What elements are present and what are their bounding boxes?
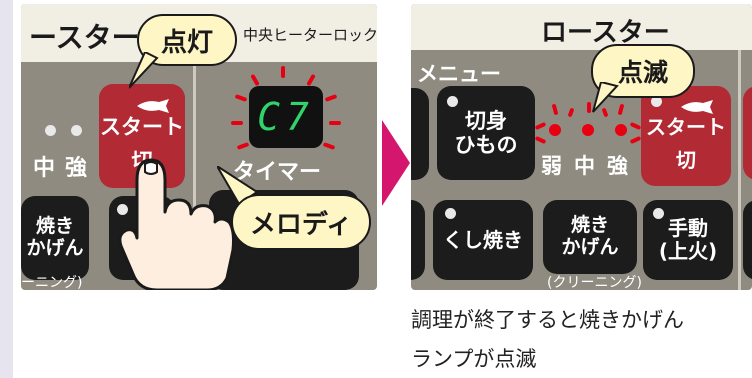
timer-label: タイマー xyxy=(233,160,322,185)
yakikagen-label-1: 焼き xyxy=(570,214,609,237)
header-strip xyxy=(411,4,752,50)
pressing-hand-icon xyxy=(118,158,235,290)
lamp-mid xyxy=(45,125,56,136)
yakikagen-label-2: かげん xyxy=(561,236,619,258)
kushiyaki-label: くし焼き xyxy=(443,227,523,252)
kushiyaki-lamp xyxy=(445,208,456,219)
caption-line-2: ランプが点滅 xyxy=(411,347,537,371)
center-heater-lock-label: 中央ヒーターロック xyxy=(243,26,377,44)
timer-display-area: C7 xyxy=(231,66,341,166)
bubble-melody-text: メロディ xyxy=(249,209,353,240)
bubble-blink-text: 点滅 xyxy=(617,58,668,87)
left-edge-bar xyxy=(0,0,13,378)
panel-divider xyxy=(738,50,741,290)
bubble-lit-text: 点灯 xyxy=(160,27,213,58)
bubble-lit-tail xyxy=(129,52,159,89)
manual-label-1: 手動 xyxy=(668,216,708,240)
lamp-low-blink xyxy=(549,124,561,136)
cleaning-label: ーニング) xyxy=(21,275,83,290)
manual-lamp xyxy=(653,208,664,219)
right-edge-button[interactable] xyxy=(743,200,752,280)
strength-low-label: 弱 xyxy=(541,154,562,178)
cleaning-label: (クリーニング) xyxy=(547,275,642,290)
yakikagen-button[interactable]: 焼き かげん xyxy=(21,196,89,280)
yakikagen-button[interactable]: 焼き かげん xyxy=(543,200,637,274)
fish-icon xyxy=(137,98,169,113)
left-edge-button-2[interactable] xyxy=(411,200,425,280)
start-label: スタート xyxy=(646,115,726,139)
lamp-mid-blink xyxy=(582,124,594,136)
start-stop-button[interactable]: スタート 切 xyxy=(99,84,185,188)
right-control-panel: ロースター メニュー 切身 ひもの 弱 中 強 スタート 切 くし焼き 焼き か… xyxy=(411,4,752,290)
fish-icon xyxy=(681,100,713,114)
lamp-high-blink xyxy=(615,124,627,136)
start-lamp xyxy=(651,96,662,107)
bubble-melody: メロディ xyxy=(231,194,371,250)
middle-button-lamp xyxy=(117,204,128,215)
digital-display: C7 xyxy=(249,86,323,148)
manual-label-2: (上火) xyxy=(658,239,718,263)
kirimi-label-1: 切身 xyxy=(465,108,507,133)
caption-line-1: 調理が終了すると焼きかげん xyxy=(411,308,684,332)
stop-label: 切 xyxy=(676,148,696,172)
bubble-blink-tail xyxy=(592,82,619,113)
start-label: スタート xyxy=(100,114,184,139)
header-text: ースター xyxy=(29,21,140,54)
left-control-panel: ースター 中央ヒーターロック 中 強 スタート 切 C7 タイマー 焼き かげん… xyxy=(21,4,377,290)
header-text: ロースター xyxy=(541,18,670,48)
panel-divider xyxy=(193,62,196,290)
menu-label: メニュー xyxy=(417,62,501,86)
arrow-right-icon xyxy=(382,120,410,206)
left-edge-button[interactable] xyxy=(411,88,429,180)
kirimi-label-2: ひもの xyxy=(454,133,518,157)
strength-mid-label: 中 xyxy=(33,156,56,181)
strength-high-label: 強 xyxy=(65,156,88,181)
yakikagen-label-1: 焼き xyxy=(35,215,74,238)
strength-mid-label: 中 xyxy=(574,154,595,178)
right-edge-red-button[interactable] xyxy=(743,86,752,180)
strength-high-label: 強 xyxy=(607,154,628,178)
display-text: C7 xyxy=(257,95,315,139)
lamp-high xyxy=(71,125,82,136)
yakikagen-label-2: かげん xyxy=(26,237,84,259)
kirimi-lamp xyxy=(447,96,458,107)
